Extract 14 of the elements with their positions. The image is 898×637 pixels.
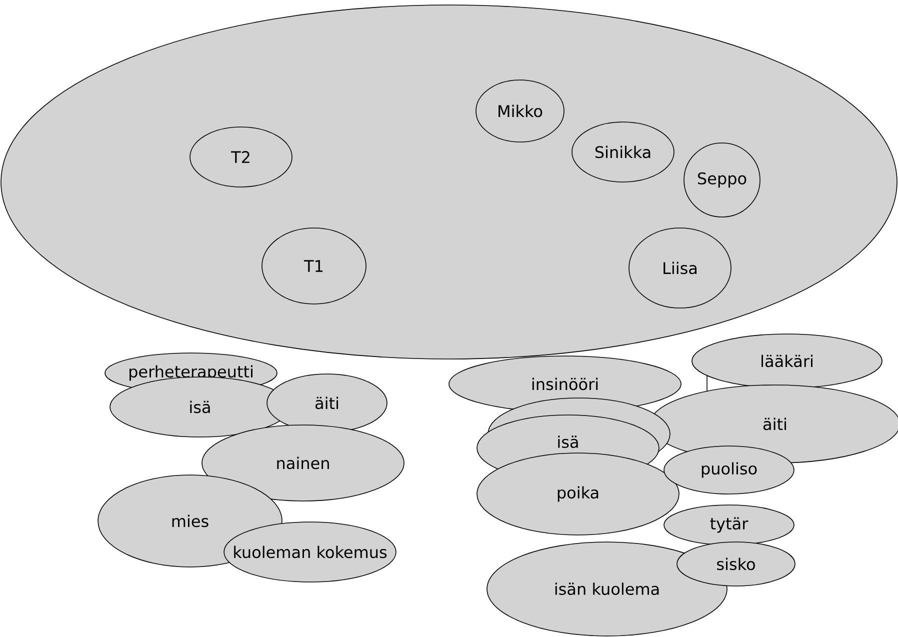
ellipse-node: Liisa (628, 228, 732, 308)
ellipse-node: sisko (676, 542, 796, 586)
ellipse-node: T1 (262, 228, 366, 304)
ellipse-node: Mikko (476, 80, 564, 142)
node-label: äiti (763, 418, 786, 430)
ellipse-node: T2 (190, 126, 292, 188)
ellipse-node: kuoleman kokemus (224, 522, 396, 582)
ellipse-node: tytär (664, 504, 794, 546)
ellipse-node: lääkäri (692, 334, 882, 388)
ellipse-node: äiti (266, 374, 388, 432)
ellipse-node: Seppo (684, 142, 760, 218)
connector-line (706, 375, 708, 392)
ellipse-node: Sinikka (572, 122, 674, 182)
ellipse-node: puoliso (664, 446, 794, 494)
